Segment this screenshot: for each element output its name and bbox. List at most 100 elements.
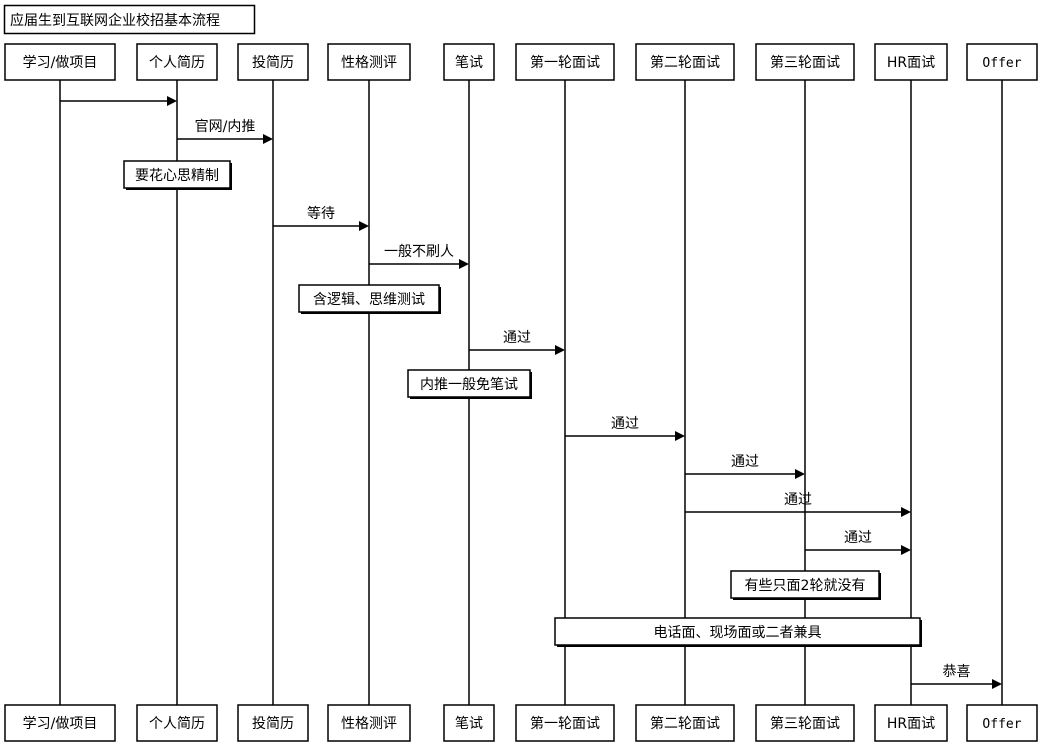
- note-1: 要花心思精制: [123, 160, 232, 190]
- arrowhead: [675, 431, 685, 441]
- participant-personality-bottom: 性格测评: [327, 704, 411, 742]
- participant-box: [874, 704, 948, 742]
- note-text: 有些只面2轮就没有: [745, 578, 866, 594]
- diagram-title: 应届生到互联网企业校招基本流程: [10, 12, 220, 29]
- participant-box: [4, 43, 116, 81]
- participant-offer-bottom: Offer: [966, 704, 1038, 742]
- participant-label: 第一轮面试: [530, 54, 600, 71]
- participant-resume-bottom: 个人简历: [136, 704, 218, 742]
- participant-label: 第一轮面试: [530, 715, 600, 732]
- participant-label: 投简历: [252, 715, 294, 732]
- message-label: 通过: [611, 416, 639, 432]
- message-label: 通过: [784, 492, 812, 508]
- participant-apply-top: 投简历: [237, 43, 309, 81]
- arrowhead: [555, 345, 565, 355]
- participant-label: 性格测评: [341, 716, 397, 732]
- arrowhead: [992, 679, 1002, 689]
- participant-label: 第三轮面试: [770, 54, 840, 71]
- note-4: 有些只面2轮就没有: [730, 570, 881, 600]
- message-study-to-resume: [60, 96, 177, 106]
- message-personality-to-written: 一般不刷人: [369, 244, 469, 269]
- participant-label: HR面试: [887, 716, 935, 732]
- note-text: 要花心思精制: [135, 168, 219, 184]
- note-text: 内推一般免笔试: [420, 377, 518, 393]
- participant-box: [237, 43, 309, 81]
- note-text: 电话面、现场面或二者兼具: [654, 625, 822, 641]
- participant-label: HR面试: [887, 55, 935, 71]
- note-box: [407, 369, 531, 398]
- arrowhead: [459, 259, 469, 269]
- diagram-title-box: [3, 4, 256, 35]
- message-r3-to-hr: 通过: [805, 530, 911, 555]
- message-apply-to-personality: 等待: [273, 205, 369, 231]
- participant-label: 第三轮面试: [770, 715, 840, 732]
- participant-personality-top: 性格测评: [327, 43, 411, 81]
- participant-label: 笔试: [455, 716, 483, 732]
- participant-label: 性格测评: [341, 55, 397, 71]
- participant-label: 投简历: [252, 54, 294, 71]
- message-label: 一般不刷人: [384, 244, 454, 260]
- notes: 要花心思精制含逻辑、思维测试内推一般免笔试有些只面2轮就没有电话面、现场面或二者…: [123, 160, 922, 647]
- participant-box: [443, 43, 495, 81]
- arrowhead: [263, 134, 273, 144]
- participant-box: [755, 43, 855, 81]
- participant-study-bottom: 学习/做项目: [4, 704, 116, 742]
- participants-bottom: 学习/做项目 个人简历 投简历 性格测评 笔试 第一轮面试 第二轮面试 第三轮面试 HR面试 Of…: [4, 704, 1038, 742]
- message-resume-to-apply: 官网/内推: [177, 119, 273, 144]
- participant-label: 第二轮面试: [650, 715, 720, 732]
- arrowhead: [795, 469, 805, 479]
- participant-written-bottom: 笔试: [443, 704, 495, 742]
- message-label: 通过: [844, 530, 872, 546]
- participant-study-top: 学习/做项目: [4, 43, 116, 81]
- participant-r3-top: 第三轮面试: [755, 43, 855, 81]
- note-box: [730, 570, 880, 599]
- participant-label: 笔试: [455, 55, 483, 71]
- message-label: 通过: [503, 330, 531, 346]
- arrowhead: [901, 545, 911, 555]
- participant-r1-top: 第一轮面试: [515, 43, 615, 81]
- note-5: 电话面、现场面或二者兼具: [554, 617, 922, 647]
- participant-box: [515, 43, 615, 81]
- participant-r3-bottom: 第三轮面试: [755, 704, 855, 742]
- participant-box: [966, 43, 1038, 81]
- note-3: 内推一般免笔试: [407, 369, 532, 399]
- participant-box: [4, 704, 116, 742]
- participant-r2-top: 第二轮面试: [635, 43, 735, 81]
- participant-resume-top: 个人简历: [136, 43, 218, 81]
- note-box: [298, 284, 440, 313]
- participant-r1-bottom: 第一轮面试: [515, 704, 615, 742]
- arrowhead: [167, 96, 177, 106]
- participant-written-top: 笔试: [443, 43, 495, 81]
- note-text: 含逻辑、思维测试: [313, 292, 425, 308]
- participant-box: [966, 704, 1038, 742]
- participant-hr-top: HR面试: [874, 43, 948, 81]
- participant-box: [515, 704, 615, 742]
- participant-box: [327, 704, 411, 742]
- participant-label: 学习/做项目: [23, 55, 98, 71]
- message-label: 恭喜: [943, 664, 971, 680]
- message-hr-to-offer: 恭喜: [911, 664, 1002, 689]
- diagram-title-group: 应届生到互联网企业校招基本流程: [3, 4, 256, 35]
- note-box: [554, 617, 921, 646]
- participant-box: [755, 704, 855, 742]
- participant-label: Offer: [982, 717, 1021, 732]
- participant-box: [136, 43, 218, 81]
- participant-label: 第二轮面试: [650, 54, 720, 71]
- participant-box: [327, 43, 411, 81]
- participant-hr-bottom: HR面试: [874, 704, 948, 742]
- participant-box: [237, 704, 309, 742]
- participant-box: [635, 43, 735, 81]
- participant-label: 个人简历: [149, 715, 205, 732]
- note-box: [123, 160, 231, 189]
- participant-r2-bottom: 第二轮面试: [635, 704, 735, 742]
- participant-box: [635, 704, 735, 742]
- message-label: 通过: [731, 454, 759, 470]
- participant-label: 学习/做项目: [23, 716, 98, 732]
- message-label: 等待: [307, 205, 335, 222]
- message-r2-to-hr: 通过: [685, 492, 911, 517]
- message-label: 官网/内推: [195, 119, 256, 135]
- participant-box: [443, 704, 495, 742]
